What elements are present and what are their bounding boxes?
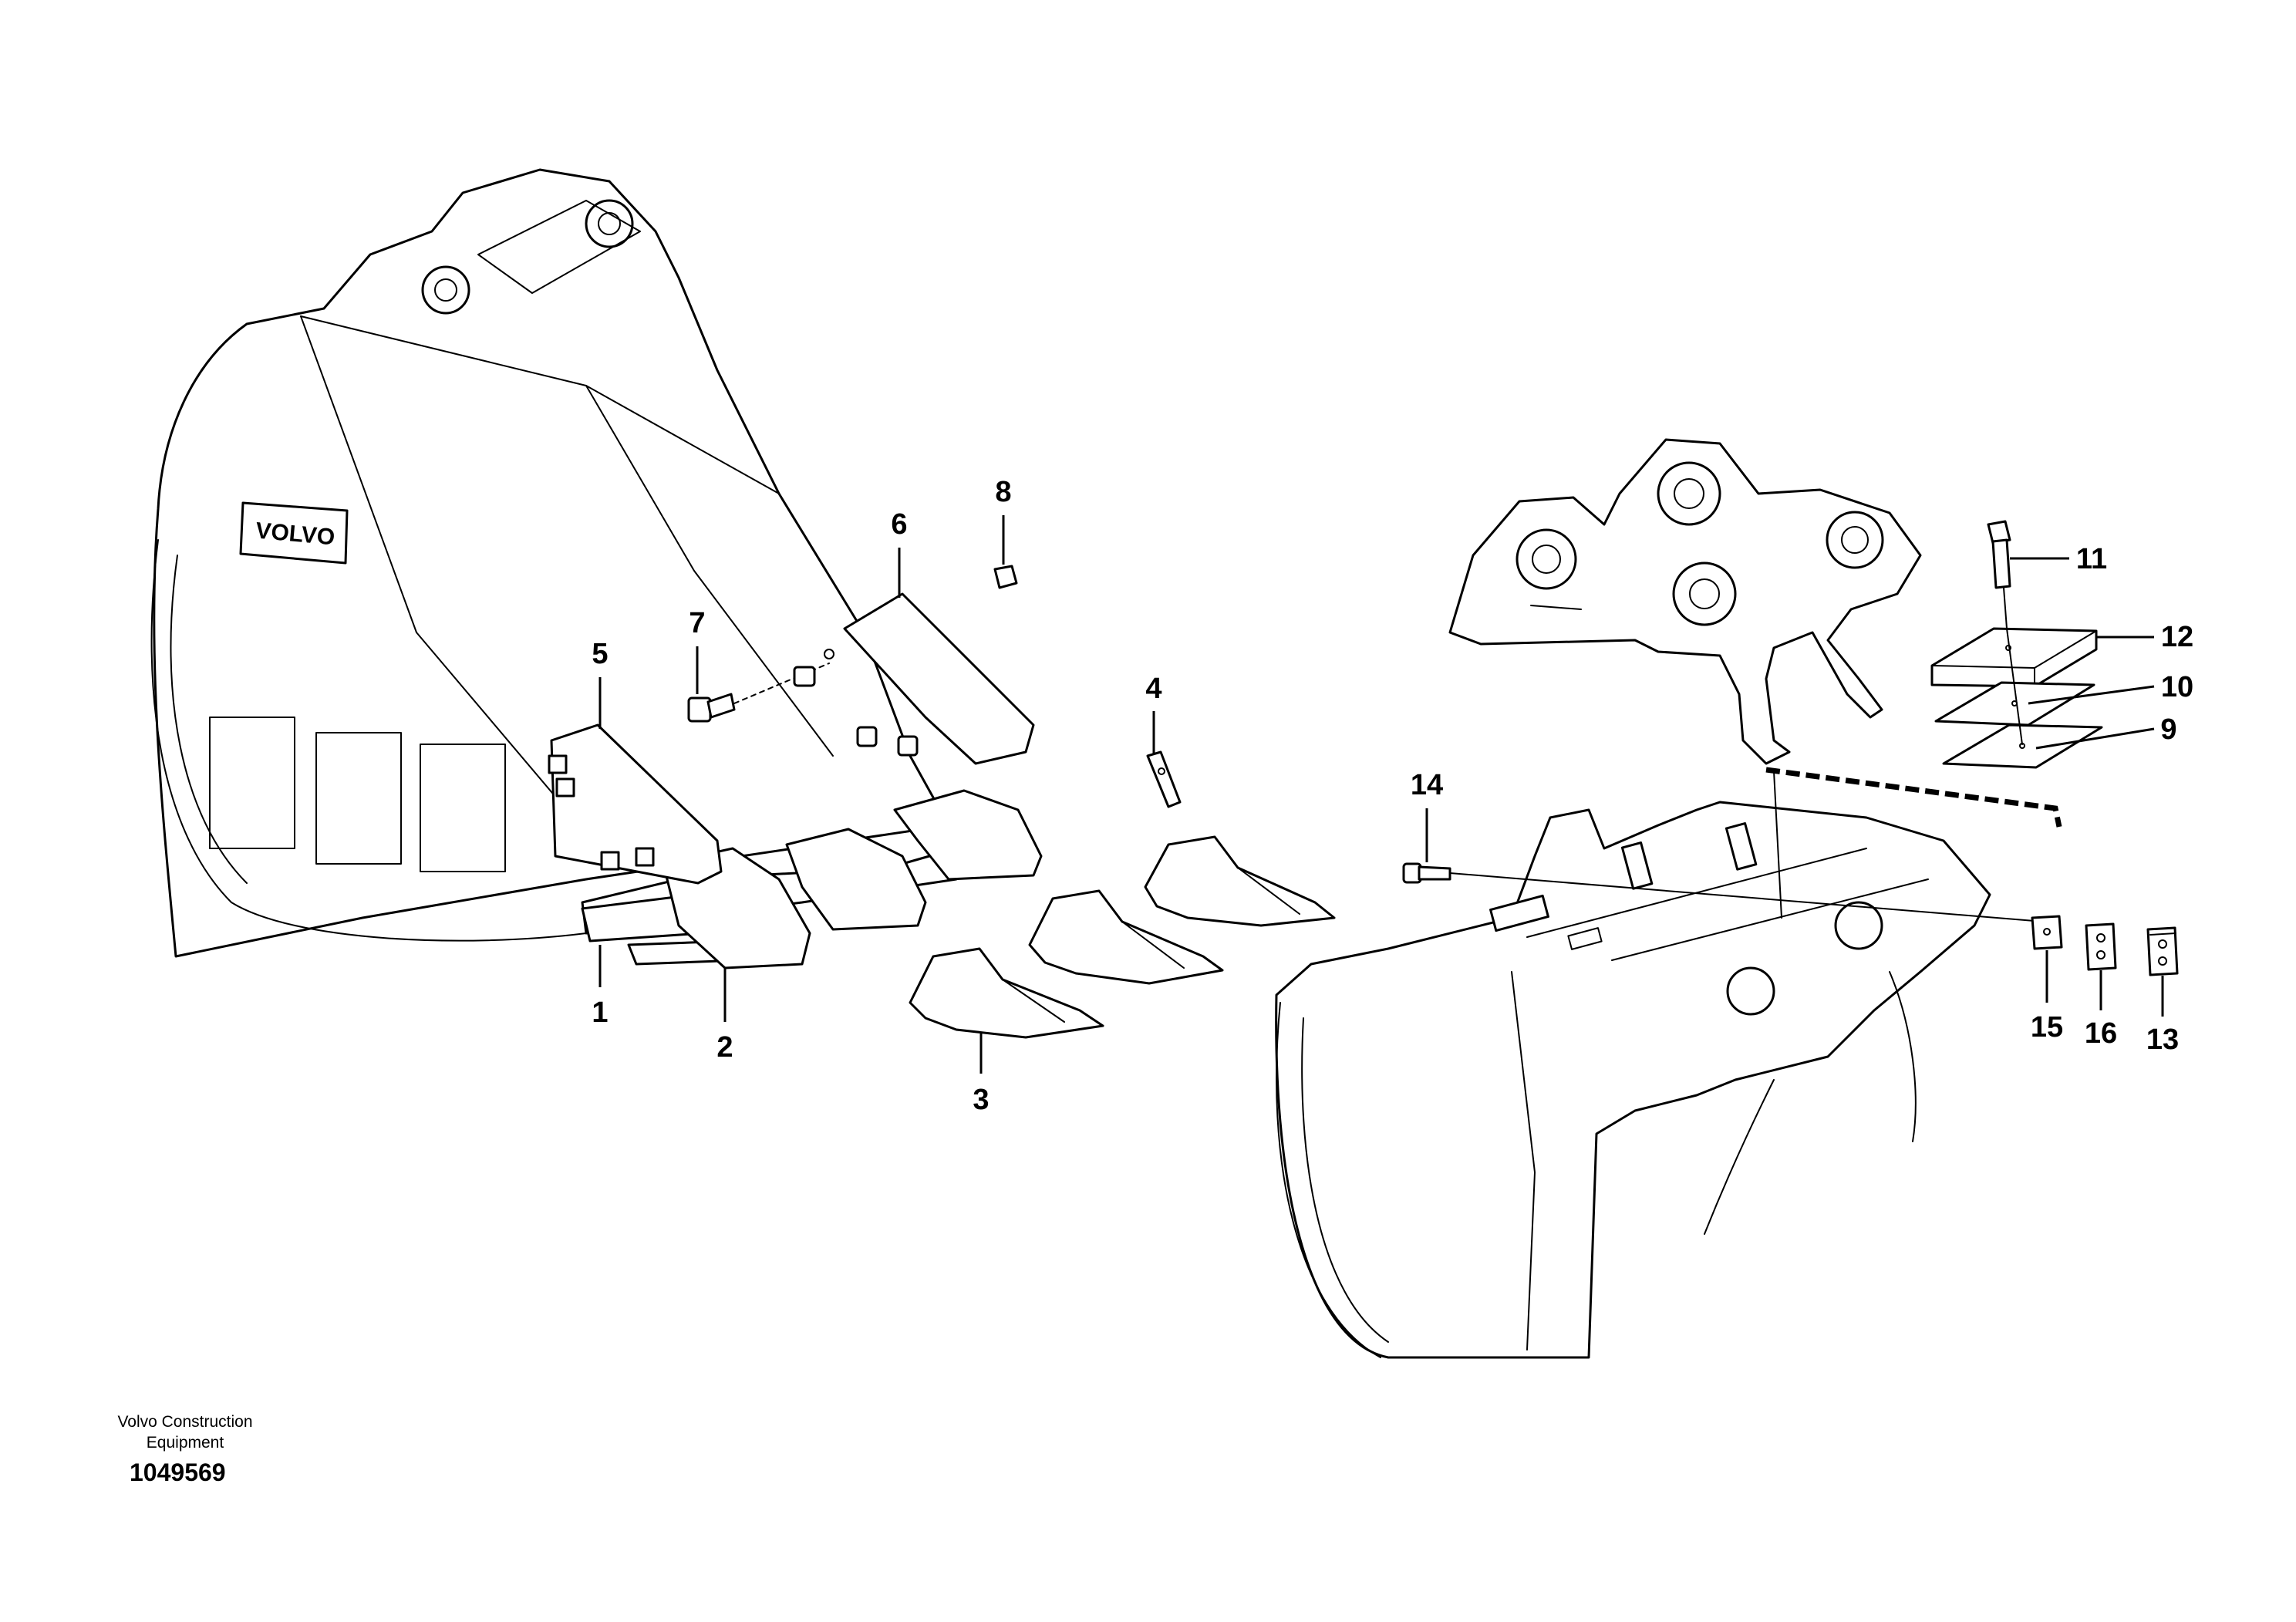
bucket-right: [1275, 767, 2062, 1359]
callout-8: 8: [995, 476, 1011, 508]
callout-16: 16: [2085, 1017, 2117, 1050]
part-14-bolt: [1402, 862, 2045, 922]
callout-10: 10: [2161, 671, 2193, 703]
callout-3: 3: [973, 1084, 989, 1116]
callout-2: 2: [716, 1031, 733, 1064]
part-5-side-cutter: [548, 723, 723, 885]
part-15-plate: [2031, 915, 2063, 950]
callout-7: 7: [689, 607, 705, 639]
callout-13: 13: [2146, 1023, 2179, 1056]
footer: Volvo Construction Equipment 1049569: [117, 1413, 252, 1486]
callout-labels: 1 2 3 4 5 6 7 8 9 10 11 12 13 14 15 16: [592, 476, 2193, 1116]
footer-company-line2: Equipment: [147, 1434, 224, 1452]
part-4-pin: [1146, 750, 1182, 808]
callout-15: 15: [2031, 1011, 2063, 1044]
callout-4: 4: [1145, 673, 1161, 705]
part-13-plate: [2146, 926, 2179, 976]
part-6-side-cutter: [843, 592, 1035, 765]
part-16-plate: [2085, 922, 2117, 971]
part-9-shim: [1942, 628, 2103, 769]
part-11-bolt: [1987, 520, 2011, 629]
callout-14: 14: [1411, 769, 1443, 801]
part-2-adapters: [662, 789, 1043, 969]
coupler-bracket: [1448, 438, 1922, 765]
callout-leaders: [598, 515, 2164, 1074]
part-7-bolt: [687, 649, 919, 757]
drawing-number: 1049569: [130, 1458, 226, 1486]
callout-5: 5: [592, 638, 608, 670]
callout-11: 11: [2076, 543, 2107, 575]
part-12-plate: [1930, 627, 2098, 688]
callout-9: 9: [2160, 713, 2176, 746]
part-3-teeth: [909, 835, 1336, 1039]
callout-6: 6: [891, 508, 907, 541]
part-8-nut: [993, 565, 1018, 589]
footer-company-line1: Volvo Construction: [117, 1413, 252, 1431]
callout-1: 1: [592, 996, 608, 1029]
callout-12: 12: [2161, 621, 2193, 653]
